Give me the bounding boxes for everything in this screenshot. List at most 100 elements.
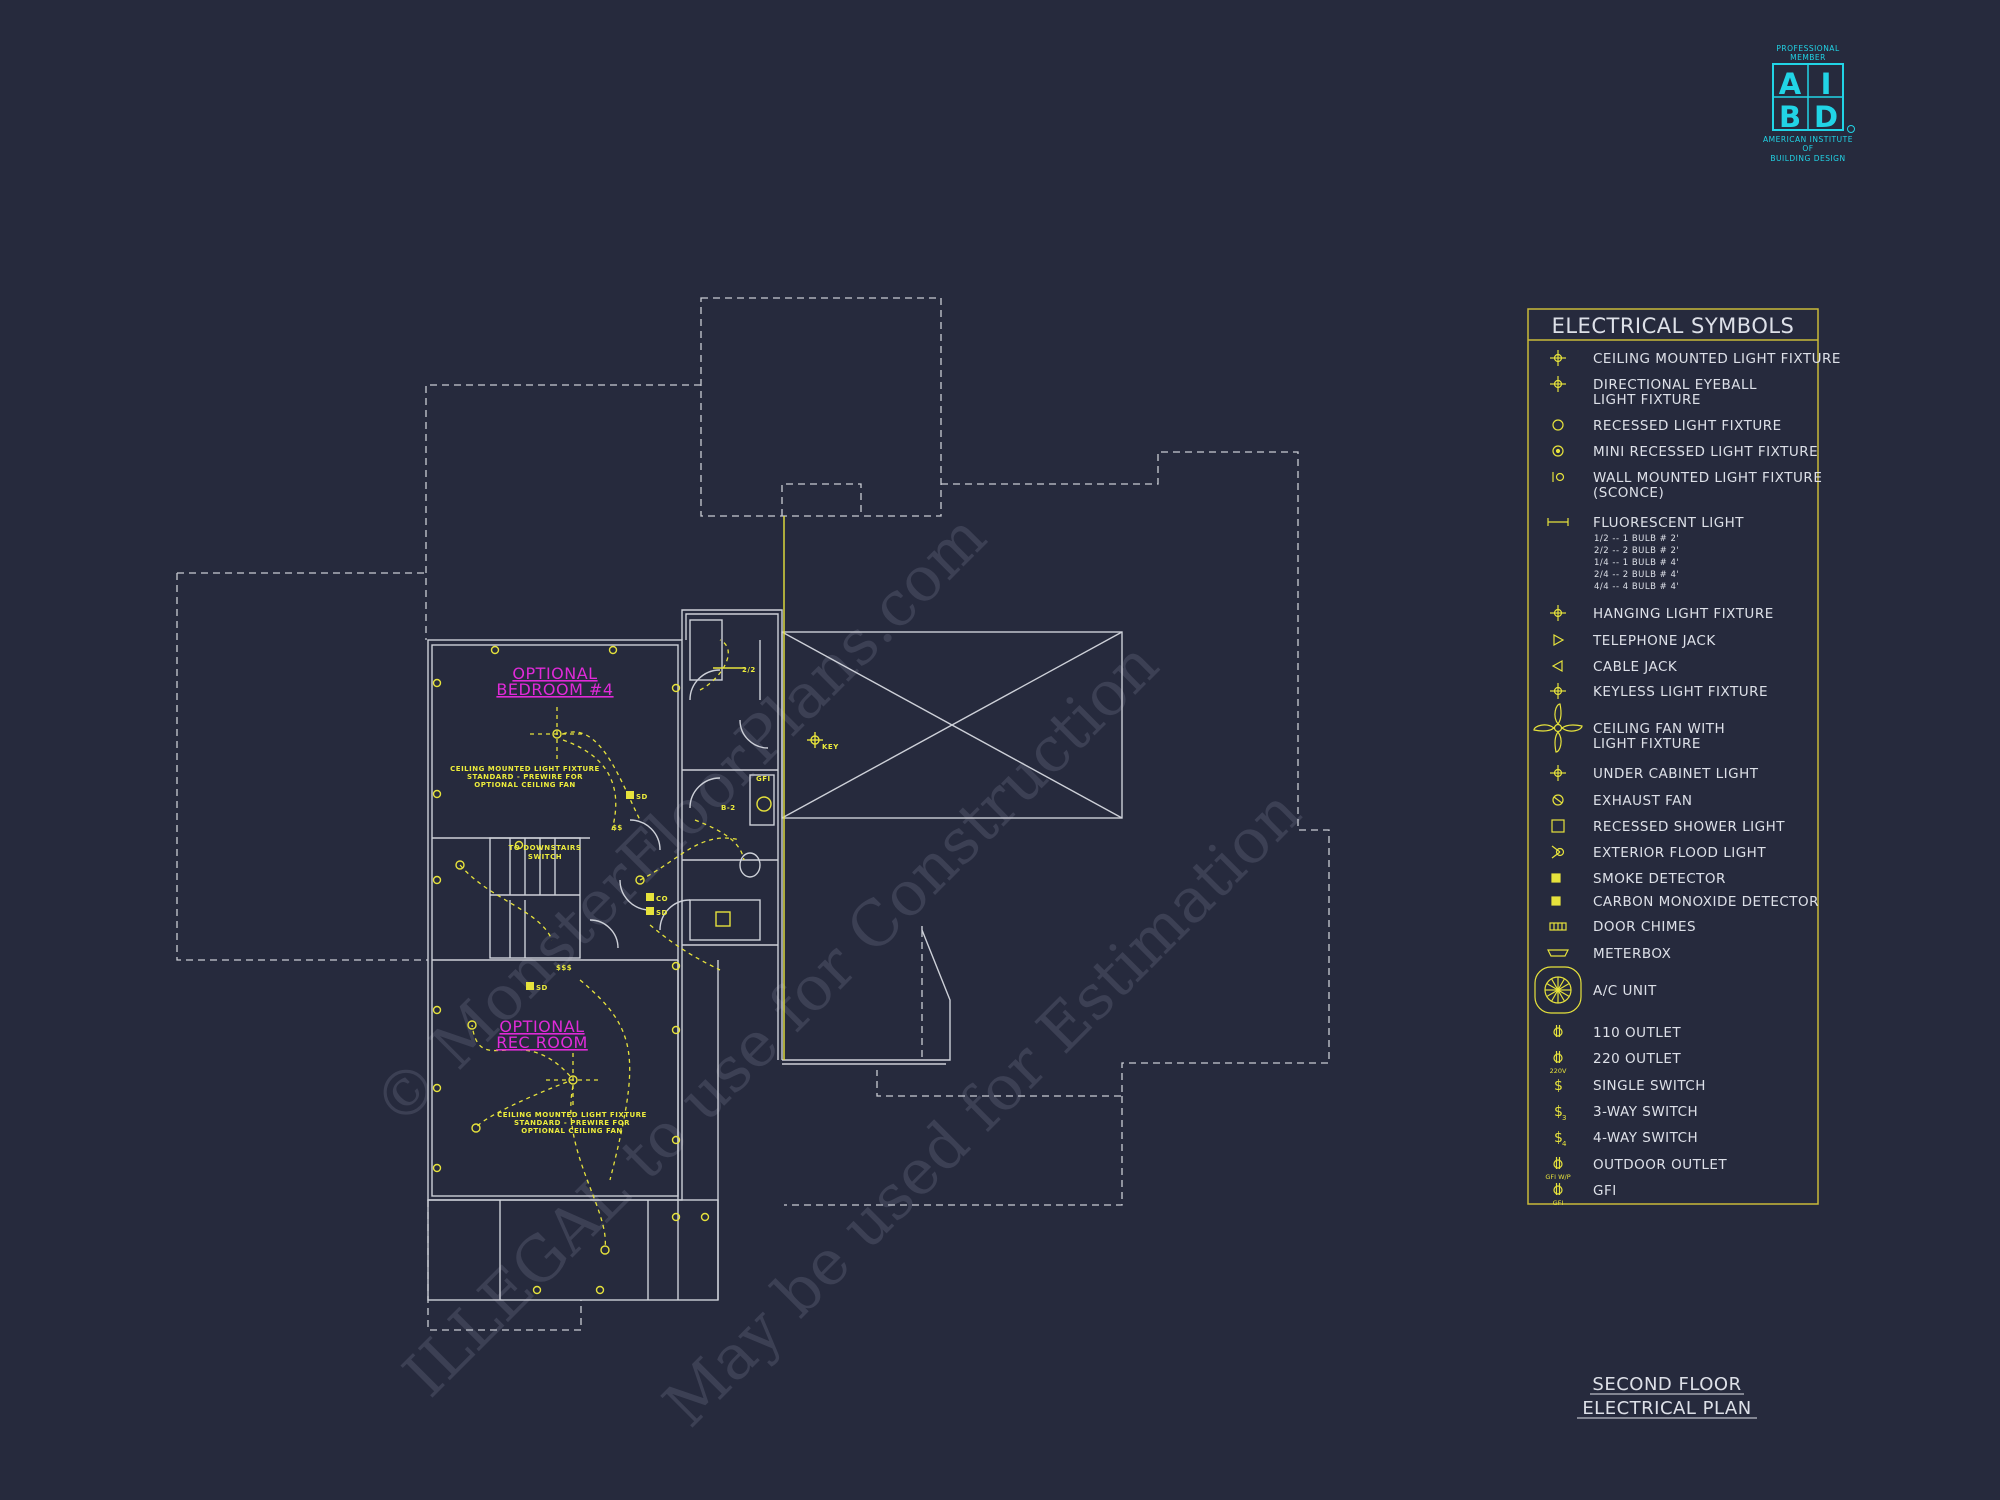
legend-row: GFI W/P OUTDOOR OUTLET — [1545, 1157, 1727, 1181]
legend-label: 220 OUTLET — [1593, 1051, 1681, 1067]
triple-switch-tag: $$$ — [556, 964, 572, 972]
double-switch-tag: $$ — [612, 824, 623, 832]
watermark-line1: © MonsterFloorPlans.com — [359, 500, 1000, 1141]
legend-label: SMOKE DETECTOR — [1593, 871, 1726, 887]
outlet-220-symbol — [1553, 1051, 1563, 1063]
legend-symbol-tag: GFI W/P — [1545, 1173, 1570, 1181]
fluorescent-tag: 2/2 — [742, 666, 756, 674]
hanging-light-symbol — [1550, 605, 1566, 621]
fluorescent-light-symbol — [1547, 518, 1569, 526]
legend-label: METERBOX — [1593, 946, 1671, 962]
legend-sublabel: 1/2 -- 1 BULB # 2' — [1594, 534, 1679, 544]
legend-label: RECESSED LIGHT FIXTURE — [1593, 418, 1782, 434]
legend-label-line2: (SCONCE) — [1593, 485, 1664, 501]
bedroom-smoke-detector — [626, 791, 634, 799]
title-line2: ELECTRICAL PLAN — [1582, 1398, 1751, 1419]
legend-label: KEYLESS LIGHT FIXTURE — [1593, 684, 1768, 700]
bedroom-label-line1: OPTIONAL — [512, 664, 597, 683]
eyeball-light-symbol — [1550, 376, 1566, 392]
legend-row: RECESSED LIGHT FIXTURE — [1552, 418, 1782, 434]
outlet-110-symbol — [1553, 1025, 1563, 1037]
legend-label-line2: LIGHT FIXTURE — [1593, 736, 1701, 752]
flood-light-symbol — [1551, 845, 1565, 859]
legend-label: SINGLE SWITCH — [1593, 1078, 1706, 1094]
legend-row: RECESSED SHOWER LIGHT — [1551, 819, 1785, 835]
legend-label: 110 OUTLET — [1593, 1025, 1681, 1041]
legend-label: DOOR CHIMES — [1593, 919, 1696, 935]
legend-label: CABLE JACK — [1593, 659, 1678, 675]
legend-label: EXHAUST FAN — [1593, 793, 1693, 809]
b2-tag: B-2 — [721, 804, 736, 812]
rec-sd-tag: SD — [536, 984, 548, 992]
under-cabinet-light-symbol — [1550, 765, 1566, 781]
gfi-tag: GFI — [756, 775, 771, 783]
rec-fan-note-3: OPTIONAL CEILING FAN — [521, 1127, 622, 1135]
rec-smoke-detector — [526, 982, 534, 990]
rec-fan-note-2: STANDARD - PREWIRE FOR — [514, 1119, 630, 1127]
legend-row: CARBON MONOXIDE DETECTOR — [1551, 894, 1819, 910]
mini-recessed-light-symbol — [1552, 445, 1564, 457]
legend-border — [1527, 308, 1819, 1205]
badge-letter-b: B — [1779, 100, 1801, 134]
svg-text:$: $ — [1554, 1078, 1563, 1094]
legend-row: UNDER CABINET LIGHT — [1550, 765, 1759, 782]
sconce-symbol — [1552, 472, 1565, 482]
badge-top-line1: PROFESSIONAL — [1776, 44, 1840, 53]
single-switch-symbol: $ — [1554, 1078, 1563, 1094]
legend-row: A/C UNIT — [1534, 966, 1657, 1014]
legend-label: HANGING LIGHT FIXTURE — [1593, 606, 1774, 622]
legend-title: ELECTRICAL SYMBOLS — [1552, 314, 1795, 338]
gfi-symbol — [1553, 1183, 1563, 1195]
meterbox-symbol — [1547, 949, 1569, 957]
legend-sublabel: 2/2 -- 2 BULB # 2' — [1594, 546, 1679, 556]
legend-row: 220V 220 OUTLET — [1550, 1051, 1681, 1075]
legend-label: OUTDOOR OUTLET — [1593, 1157, 1727, 1173]
svg-text:$: $ — [1554, 1104, 1563, 1120]
legend-row: TELEPHONE JACK — [1553, 633, 1716, 649]
badge-top-line2: MEMBER — [1790, 53, 1826, 62]
bedroom-ceiling-fan — [530, 707, 584, 761]
exhaust-fan-symbol — [1552, 794, 1564, 806]
svg-text:3: 3 — [1562, 1114, 1566, 1122]
hall-sd-tag: SD — [656, 909, 668, 917]
bedroom-fan-note-1: CEILING MOUNTED LIGHT FIXTURE — [450, 765, 600, 773]
legend-rows: CEILING MOUNTED LIGHT FIXTURE DIRECTIONAL… — [1533, 350, 1840, 1207]
legend-sublabel: 2/4 -- 2 BULB # 4' — [1594, 570, 1679, 580]
legend-label: A/C UNIT — [1593, 983, 1657, 999]
svg-text:4: 4 — [1562, 1140, 1567, 1148]
plan-labels: OPTIONAL BEDROOM #4 OPTIONAL REC ROOM CE… — [450, 664, 839, 1135]
bedroom-fan-note-3: OPTIONAL CEILING FAN — [474, 781, 575, 789]
bath-exhaust-fan — [756, 796, 772, 812]
floor-walls — [427, 609, 1123, 1301]
legend-row: WALL MOUNTED LIGHT FIXTURE(SCONCE) — [1552, 470, 1822, 501]
title-line1: SECOND FLOOR — [1592, 1374, 1741, 1395]
legend-label: GFI — [1593, 1183, 1617, 1199]
legend-row: HANGING LIGHT FIXTURE — [1550, 605, 1774, 622]
badge-org-line2: OF — [1802, 144, 1813, 153]
legend-label: DIRECTIONAL EYEBALL — [1593, 377, 1757, 393]
co-detector-symbol — [1551, 896, 1561, 906]
key-tag: KEY — [822, 743, 839, 751]
hall-co-tag: CO — [656, 895, 668, 903]
bedroom-sd-tag: SD — [636, 793, 648, 801]
legend-row: DOOR CHIMES — [1549, 919, 1696, 935]
legend-row: CEILING MOUNTED LIGHT FIXTURE — [1550, 350, 1840, 367]
watermark-line3: May be used for Estimation — [649, 775, 1315, 1441]
four-way-switch-symbol: $4 — [1554, 1130, 1567, 1148]
legend-label: UNDER CABINET LIGHT — [1593, 766, 1759, 782]
legend-row: CABLE JACK — [1551, 659, 1678, 675]
stair-note-1: TO DOWNSTAIRS — [509, 844, 582, 852]
legend-row: FLUORESCENT LIGHT 1/2 -- 1 BULB # 2' 2/2 -… — [1547, 515, 1744, 592]
hall-co-detector — [646, 907, 654, 915]
legend-label-line2: LIGHT FIXTURE — [1593, 392, 1701, 408]
legend-symbol-tag: 220V — [1550, 1067, 1567, 1075]
badge-letter-a: A — [1779, 67, 1802, 101]
legend-label: MINI RECESSED LIGHT FIXTURE — [1593, 444, 1818, 460]
legend-label: FLUORESCENT LIGHT — [1593, 515, 1744, 531]
aibd-badge: PROFESSIONAL MEMBER A I B D AMERICAN INS… — [1763, 44, 1855, 163]
badge-org-line1: AMERICAN INSTITUTE — [1763, 135, 1853, 144]
dashed-footprint — [176, 297, 1330, 1331]
